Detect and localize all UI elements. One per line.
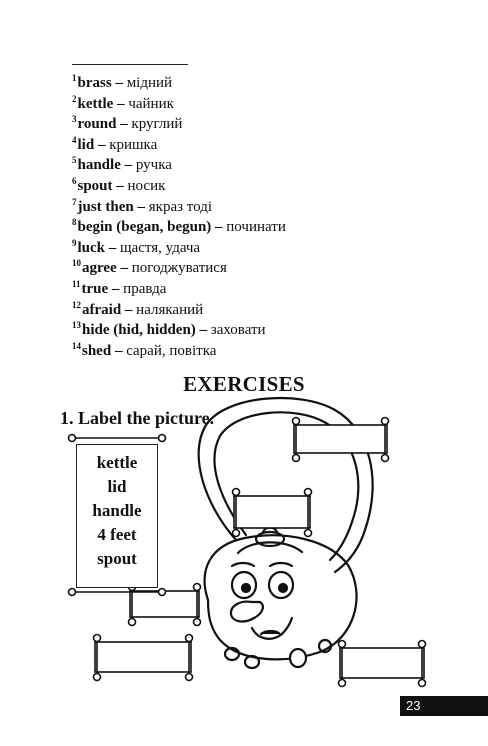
word-box-item: lid bbox=[107, 477, 127, 496]
glossary-translation: кришка bbox=[109, 136, 158, 153]
word-box-item: 4 feet bbox=[97, 525, 137, 544]
footnote-rule bbox=[72, 64, 188, 65]
glossary-term: true bbox=[81, 280, 109, 297]
glossary-item: 6spout – носик bbox=[72, 175, 166, 194]
glossary-item: 8begin (began, begun) – починати bbox=[72, 217, 286, 236]
glossary-item: 14shed – сарай, повітка bbox=[72, 340, 217, 359]
glossary-translation: починати bbox=[226, 219, 286, 236]
label-box-4 bbox=[94, 641, 192, 673]
glossary-term: handle bbox=[77, 157, 121, 174]
word-box-item: kettle bbox=[96, 453, 138, 472]
kettle-foot bbox=[243, 654, 261, 670]
glossary-item: 10agree – погоджуватися bbox=[72, 258, 227, 277]
kettle-handle-outline bbox=[197, 396, 374, 574]
kettle-foot bbox=[317, 638, 333, 654]
glossary-item: 9luck – щастя, удача bbox=[72, 237, 201, 256]
glossary-term: begin (began, begun) bbox=[77, 219, 212, 236]
glossary-item: 11true – правда bbox=[72, 278, 167, 297]
glossary-term: brass bbox=[77, 75, 112, 91]
glossary-translation: носик bbox=[127, 177, 166, 194]
glossary-translation: наляканий bbox=[136, 301, 204, 318]
glossary-item: 3round – круглий bbox=[72, 114, 183, 133]
glossary-item: 5handle – ручка bbox=[72, 155, 172, 174]
kettle-lid-knob bbox=[254, 530, 286, 548]
label-box-1 bbox=[293, 424, 388, 454]
glossary-translation: якраз тоді bbox=[148, 198, 213, 215]
glossary-translation: чайник bbox=[128, 95, 174, 112]
glossary-item: 4lid – кришка bbox=[72, 134, 158, 153]
label-box-2 bbox=[233, 495, 311, 529]
kettle-lid bbox=[236, 541, 304, 555]
kettle-mouth bbox=[250, 616, 294, 640]
kettle-spout bbox=[229, 600, 264, 623]
word-box: kettle lid handle 4 feet spout bbox=[76, 444, 158, 588]
word-box-item: handle bbox=[92, 501, 142, 520]
glossary-translation: правда bbox=[123, 280, 167, 297]
glossary-item: 1brass – мідний bbox=[72, 73, 173, 91]
glossary-translation: заховати bbox=[210, 322, 266, 339]
glossary-translation: сарай, повітка bbox=[126, 342, 217, 359]
glossary-term: just then bbox=[77, 198, 134, 215]
glossary-item: 13hide (hid, hidden) – заховати bbox=[72, 320, 266, 339]
kettle-foot bbox=[223, 646, 241, 662]
glossary-translation: ручка bbox=[135, 157, 172, 174]
glossary-term: round bbox=[77, 116, 117, 133]
glossary-term: luck bbox=[77, 239, 106, 256]
glossary-term: lid bbox=[77, 136, 95, 153]
glossary-translation: щастя, удача bbox=[120, 239, 201, 256]
glossary-item: 12afraid – наляканий bbox=[72, 299, 204, 318]
kettle-body bbox=[203, 534, 358, 661]
word-box-item: spout bbox=[97, 549, 137, 568]
glossary-term: spout bbox=[77, 177, 113, 194]
glossary-item: 7just then – якраз тоді bbox=[72, 196, 213, 215]
glossary-term: afraid bbox=[82, 301, 122, 318]
task-label-picture: 1. Label the picture. bbox=[60, 408, 215, 428]
glossary-item: 2kettle – чайник bbox=[72, 93, 174, 112]
glossary-translation: круглий bbox=[131, 116, 183, 133]
glossary-term: shed bbox=[82, 342, 112, 359]
glossary-list: 1brass – мідний 2kettle – чайник 3round … bbox=[72, 68, 286, 359]
exercises-heading: EXERCISES bbox=[183, 372, 305, 396]
label-box-5 bbox=[339, 647, 425, 679]
glossary-term: agree bbox=[82, 260, 117, 277]
glossary-translation: погоджуватися bbox=[131, 260, 227, 277]
glossary-translation: мідний bbox=[126, 75, 173, 91]
kettle-foot bbox=[288, 647, 308, 669]
kettle-handle-inner bbox=[213, 411, 360, 562]
page-number: 23 bbox=[400, 696, 488, 716]
glossary-term: hide (hid, hidden) bbox=[82, 322, 196, 339]
glossary-term: kettle bbox=[77, 95, 114, 112]
